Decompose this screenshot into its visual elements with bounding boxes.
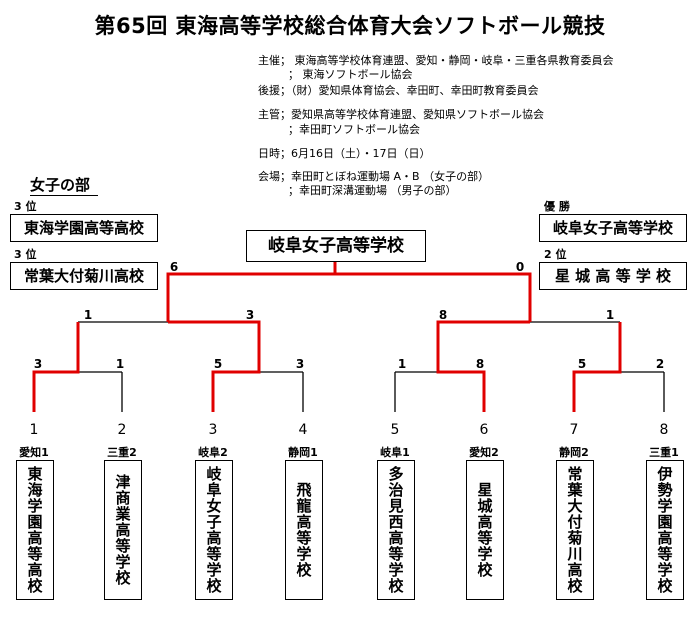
line-winner-qf1 xyxy=(32,322,80,412)
pref-2: 三重2 xyxy=(107,446,137,459)
division-title: 女子の部 xyxy=(30,174,98,196)
line-winner-qf4 xyxy=(572,322,622,412)
score-sf2-left: 8 xyxy=(438,308,448,322)
score-sf1-left: 1 xyxy=(83,308,93,322)
seed-5: 5 xyxy=(390,422,400,438)
page-title: 第65回 東海高等学校総合体育大会ソフトボール競技 xyxy=(94,14,606,38)
team-box-6: 星城高等学校 xyxy=(466,460,504,600)
team-box-5: 多治見西高等学校 xyxy=(377,460,415,600)
line-winner-qf3-sf2 xyxy=(436,320,530,412)
pref-6: 愛知2 xyxy=(469,446,499,459)
score-sf2-right: 1 xyxy=(605,308,615,322)
seed-3: 3 xyxy=(208,422,218,438)
seed-4: 4 xyxy=(298,422,308,438)
champion-box: 岐阜女子高等学校 xyxy=(246,230,426,262)
info-sponsor: 後援；（財）愛知県体育協会、幸田町、幸田町教育委員会 xyxy=(258,84,539,97)
pref-1: 愛知1 xyxy=(19,446,49,459)
line-winner-qf2-sf1 xyxy=(168,320,261,412)
team-box-7: 常葉大付菊川高校 xyxy=(556,460,594,600)
team-box-4: 飛龍高等学校 xyxy=(285,460,323,600)
pref-5: 岐阜1 xyxy=(380,446,410,459)
score-r1-4: 3 xyxy=(295,357,305,371)
score-sf1-right: 3 xyxy=(245,308,255,322)
seed-7: 7 xyxy=(569,422,579,438)
score-r1-8: 2 xyxy=(655,357,665,371)
seed-6: 6 xyxy=(479,422,489,438)
score-r1-2: 1 xyxy=(115,357,125,371)
result-2nd: 星 城 高 等 学 校 xyxy=(539,262,687,290)
info-organizer-2: ； 東海ソフトボール協会 xyxy=(288,68,413,81)
team-box-2: 津商業高等学校 xyxy=(104,460,142,600)
score-r1-1: 3 xyxy=(33,357,43,371)
result-3rd-b: 常葉大付菊川高校 xyxy=(10,262,158,290)
score-final-left: 6 xyxy=(169,260,179,274)
team-box-1: 東海学園高等高校 xyxy=(16,460,54,600)
pref-4: 静岡1 xyxy=(288,446,318,459)
seed-2: 2 xyxy=(117,422,127,438)
info-host: 主管；愛知県高等学校体育連盟、愛知県ソフトボール協会 xyxy=(258,108,544,121)
pref-3: 岐阜2 xyxy=(198,446,228,459)
score-r1-6: 8 xyxy=(475,357,485,371)
pref-7: 静岡2 xyxy=(559,446,589,459)
info-date: 日時；6月16日（土）・17日（日） xyxy=(258,147,431,160)
line-winner-final xyxy=(166,260,337,322)
team-box-3: 岐阜女子高等学校 xyxy=(195,460,233,600)
team-box-8: 伊勢学園高等学校 xyxy=(646,460,684,600)
result-winner: 岐阜女子高等学校 xyxy=(539,214,687,242)
score-final-right: 0 xyxy=(515,260,525,274)
result-3rd-a: 東海学園高等高校 xyxy=(10,214,158,242)
seed-8: 8 xyxy=(659,422,669,438)
seed-1: 1 xyxy=(29,422,39,438)
line-final-right xyxy=(335,272,532,322)
score-r1-7: 5 xyxy=(577,357,587,371)
info-venue-2: ；幸田町深溝運動場 （男子の部） xyxy=(288,184,457,197)
info-host-2: ；幸田町ソフトボール協会 xyxy=(288,123,420,136)
info-organizer: 主催； 東海高等学校体育連盟、愛知・静岡・岐阜・三重各県教育委員会 xyxy=(258,54,614,67)
score-r1-5: 1 xyxy=(397,357,407,371)
score-r1-3: 5 xyxy=(213,357,223,371)
info-venue: 会場；幸田町とぼね運動場 A・B （女子の部） xyxy=(258,170,490,183)
pref-8: 三重1 xyxy=(649,446,679,459)
